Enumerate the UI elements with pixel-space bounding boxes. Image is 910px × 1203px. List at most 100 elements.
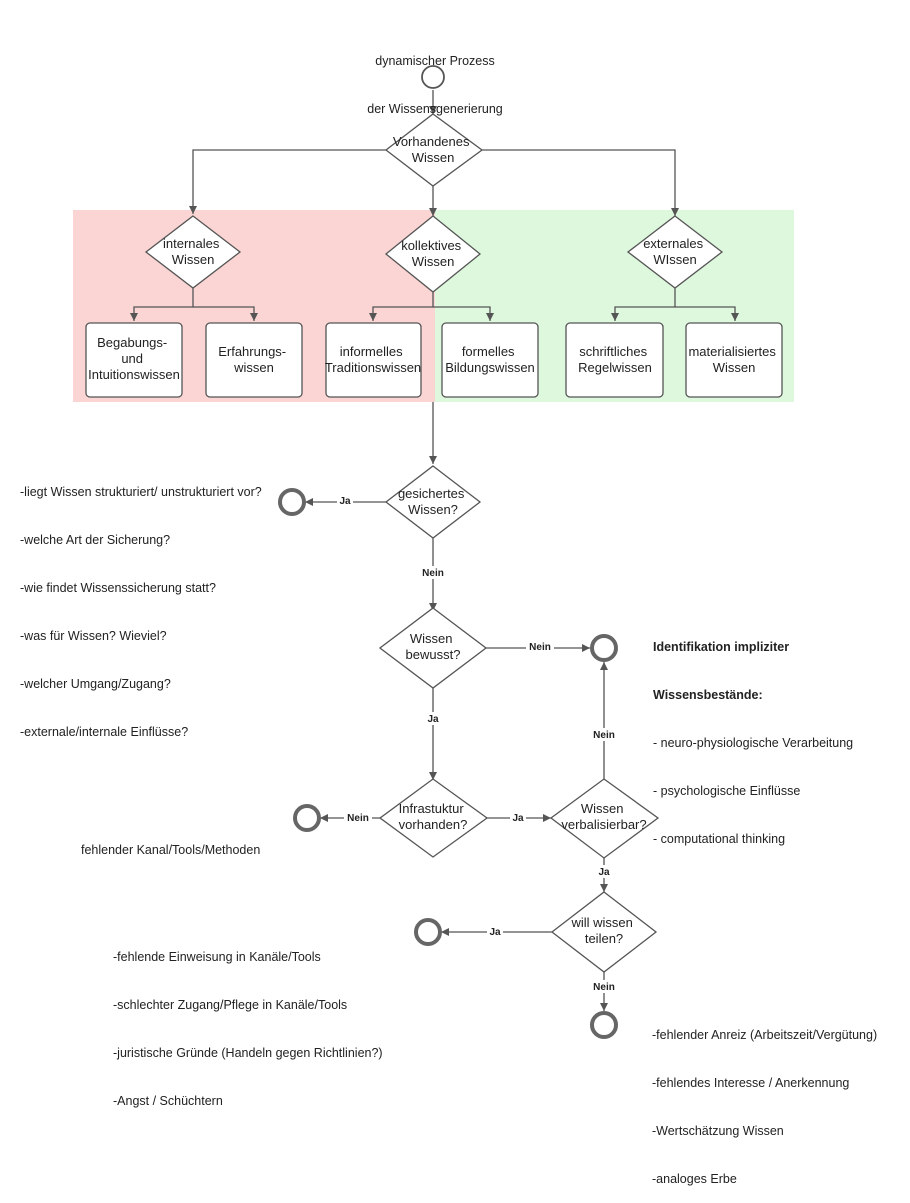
note-sicherung-line: -externale/internale Einflüsse? bbox=[20, 725, 189, 739]
end-terminal-teilen-ja bbox=[414, 918, 442, 946]
edge-kollektives-formell bbox=[433, 306, 494, 321]
label-infrastruktur: Infrastuktur vorhanden? bbox=[399, 801, 468, 832]
edge-internales-erfahrung bbox=[193, 306, 258, 321]
box-erfahrung bbox=[205, 322, 303, 398]
label-teilen: will wissen teilen? bbox=[570, 915, 636, 946]
label-begabung: Begabungs- und Intuitionswissen bbox=[88, 335, 180, 382]
label-bewusst: Wissen bewusst? bbox=[406, 631, 461, 662]
edge-label-infrastruktur-ja: Ja bbox=[512, 813, 524, 824]
box-schriftlich bbox=[565, 322, 664, 398]
note-identifikation-line: - psychologische Einflüsse bbox=[653, 784, 801, 798]
note-kanal-line: fehlender Kanal/Tools/Methoden bbox=[81, 843, 261, 857]
note-anreiz-line: -fehlendes Interesse / Anerkennung bbox=[652, 1076, 850, 1090]
edge-internales-split bbox=[130, 288, 194, 321]
label-verbalisierbar-line1: Wissen bbox=[581, 801, 624, 816]
label-internales-line2: Wissen bbox=[172, 252, 215, 267]
label-begabung-line3: Intuitionswissen bbox=[88, 367, 180, 382]
label-materialisiert-line2: Wissen bbox=[713, 360, 756, 375]
label-begabung-line1: Begabungs- bbox=[97, 335, 167, 350]
label-informell-line2: Traditionswissen bbox=[325, 360, 421, 375]
note-sicherung-line: -welche Art der Sicherung? bbox=[20, 533, 171, 547]
label-internales: internales Wissen bbox=[163, 236, 223, 267]
start-terminal bbox=[421, 65, 445, 89]
label-gesichert-line1: gesichertes bbox=[398, 486, 465, 501]
note-einweisung-line: -Angst / Schüchtern bbox=[113, 1094, 223, 1108]
label-bewusst-line2: bewusst? bbox=[406, 647, 461, 662]
label-vorhandenes: Vorhandenes Wissen bbox=[393, 134, 473, 165]
flowchart-canvas: Ja Nein Nein Ja Nein Ja Nein Ja Ja Nein bbox=[73, 65, 794, 1039]
decision-teilen bbox=[550, 891, 658, 973]
decision-externales bbox=[626, 215, 724, 289]
edge-label-teilen-ja: Ja bbox=[489, 927, 501, 938]
edge-label-gesichert-nein: Nein bbox=[422, 568, 444, 579]
note-identifikation-line: - neuro-physiologische Verarbeitung bbox=[653, 736, 854, 750]
edge-label-gesichert-ja: Ja bbox=[339, 496, 351, 507]
decision-kollektives bbox=[384, 215, 482, 293]
box-begabung bbox=[85, 322, 183, 398]
box-materialisiert bbox=[685, 322, 783, 398]
label-externales-line2: WIssen bbox=[653, 252, 696, 267]
note-anreiz-line: -fehlender Anreiz (Arbeitszeit/Vergütung… bbox=[652, 1028, 878, 1042]
edge-externales-split bbox=[611, 288, 676, 321]
label-verbalisierbar-line2: verbalisierbar? bbox=[561, 817, 646, 832]
decision-vorhandenes bbox=[384, 113, 484, 187]
label-vorhandenes-line1: Vorhandenes bbox=[393, 134, 470, 149]
diagram-title-line2: der Wissensgenerierung bbox=[367, 102, 503, 116]
label-verbalisierbar: Wissen verbalisierbar? bbox=[561, 801, 646, 832]
label-teilen-line1: will wissen bbox=[570, 915, 632, 930]
note-einweisung: -fehlende Einweisung in Kanäle/Tools -sc… bbox=[113, 917, 383, 1125]
edge-label-teilen-nein: Nein bbox=[593, 982, 615, 993]
end-terminal-bewusst bbox=[590, 634, 618, 662]
edge-label-infrastruktur-nein: Nein bbox=[347, 813, 369, 824]
label-formell: formelles Bildungswissen bbox=[445, 344, 535, 375]
edge-label-verbalisierbar-ja: Ja bbox=[598, 867, 610, 878]
edge-label-bewusst-nein: Nein bbox=[529, 642, 551, 653]
box-formell bbox=[441, 322, 539, 398]
note-anreiz: -fehlender Anreiz (Arbeitszeit/Vergütung… bbox=[652, 995, 877, 1203]
note-identifikation-heading-line2: Wissensbestände: bbox=[653, 688, 763, 702]
label-externales: externales WIssen bbox=[643, 236, 707, 267]
note-identifikation-line: - computational thinking bbox=[653, 832, 786, 846]
label-materialisiert-line1: materialisiertes bbox=[688, 344, 776, 359]
note-anreiz-line: -analoges Erbe bbox=[652, 1172, 737, 1186]
box-informell bbox=[325, 322, 422, 398]
edge-label-bewusst-ja: Ja bbox=[427, 714, 439, 725]
note-sicherung-line: -liegt Wissen strukturiert/ unstrukturie… bbox=[20, 485, 262, 499]
edge-label-verbalisierbar-nein: Nein bbox=[593, 730, 615, 741]
decision-infrastruktur bbox=[378, 778, 489, 858]
end-terminal-teilen-nein bbox=[590, 1011, 618, 1039]
end-terminal-infrastruktur bbox=[293, 804, 321, 832]
note-sicherung-line: -was für Wissen? Wieviel? bbox=[20, 629, 167, 643]
label-erfahrung-line1: Erfahrungs- bbox=[218, 344, 286, 359]
edge-vorhandenes-externales bbox=[482, 149, 679, 216]
label-externales-line1: externales bbox=[643, 236, 703, 251]
note-einweisung-line: -fehlende Einweisung in Kanäle/Tools bbox=[113, 950, 321, 964]
label-informell-line1: informelles bbox=[340, 344, 403, 359]
label-infrastruktur-line1: Infrastuktur bbox=[399, 801, 465, 816]
diagram-title-line1: dynamischer Prozess bbox=[375, 54, 495, 68]
label-gesichert: gesichertes Wissen? bbox=[398, 486, 468, 517]
note-einweisung-line: -schlechter Zugang/Pflege in Kanäle/Tool… bbox=[113, 998, 348, 1012]
label-kollektives: kollektives Wissen bbox=[401, 238, 465, 269]
diagram-title: dynamischer Prozess der Wissensgenerieru… bbox=[355, 21, 515, 133]
note-sicherung-line: -welcher Umgang/Zugang? bbox=[20, 677, 171, 691]
label-teilen-line2: teilen? bbox=[585, 931, 623, 946]
edge-kollektives-split bbox=[369, 292, 434, 321]
label-schriftlich-line1: schriftliches bbox=[579, 344, 647, 359]
label-schriftlich: schriftliches Regelwissen bbox=[578, 344, 652, 375]
note-sicherung: -liegt Wissen strukturiert/ unstrukturie… bbox=[20, 452, 262, 756]
edge-vorhandenes-internales bbox=[189, 149, 386, 214]
label-informell: informelles Traditionswissen bbox=[325, 344, 421, 375]
label-schriftlich-line2: Regelwissen bbox=[578, 360, 652, 375]
label-gesichert-line2: Wissen? bbox=[408, 502, 458, 517]
label-kollektives-line2: Wissen bbox=[412, 254, 455, 269]
label-begabung-line2: und bbox=[121, 351, 143, 366]
label-internales-line1: internales bbox=[163, 236, 220, 251]
note-kanal: fehlender Kanal/Tools/Methoden bbox=[81, 810, 260, 874]
label-erfahrung: Erfahrungs- wissen bbox=[218, 344, 290, 375]
note-einweisung-line: -juristische Gründe (Handeln gegen Richt… bbox=[113, 1046, 383, 1060]
label-kollektives-line1: kollektives bbox=[401, 238, 461, 253]
decision-bewusst bbox=[378, 607, 488, 689]
label-materialisiert: materialisiertes Wissen bbox=[688, 344, 779, 375]
label-erfahrung-line2: wissen bbox=[233, 360, 274, 375]
